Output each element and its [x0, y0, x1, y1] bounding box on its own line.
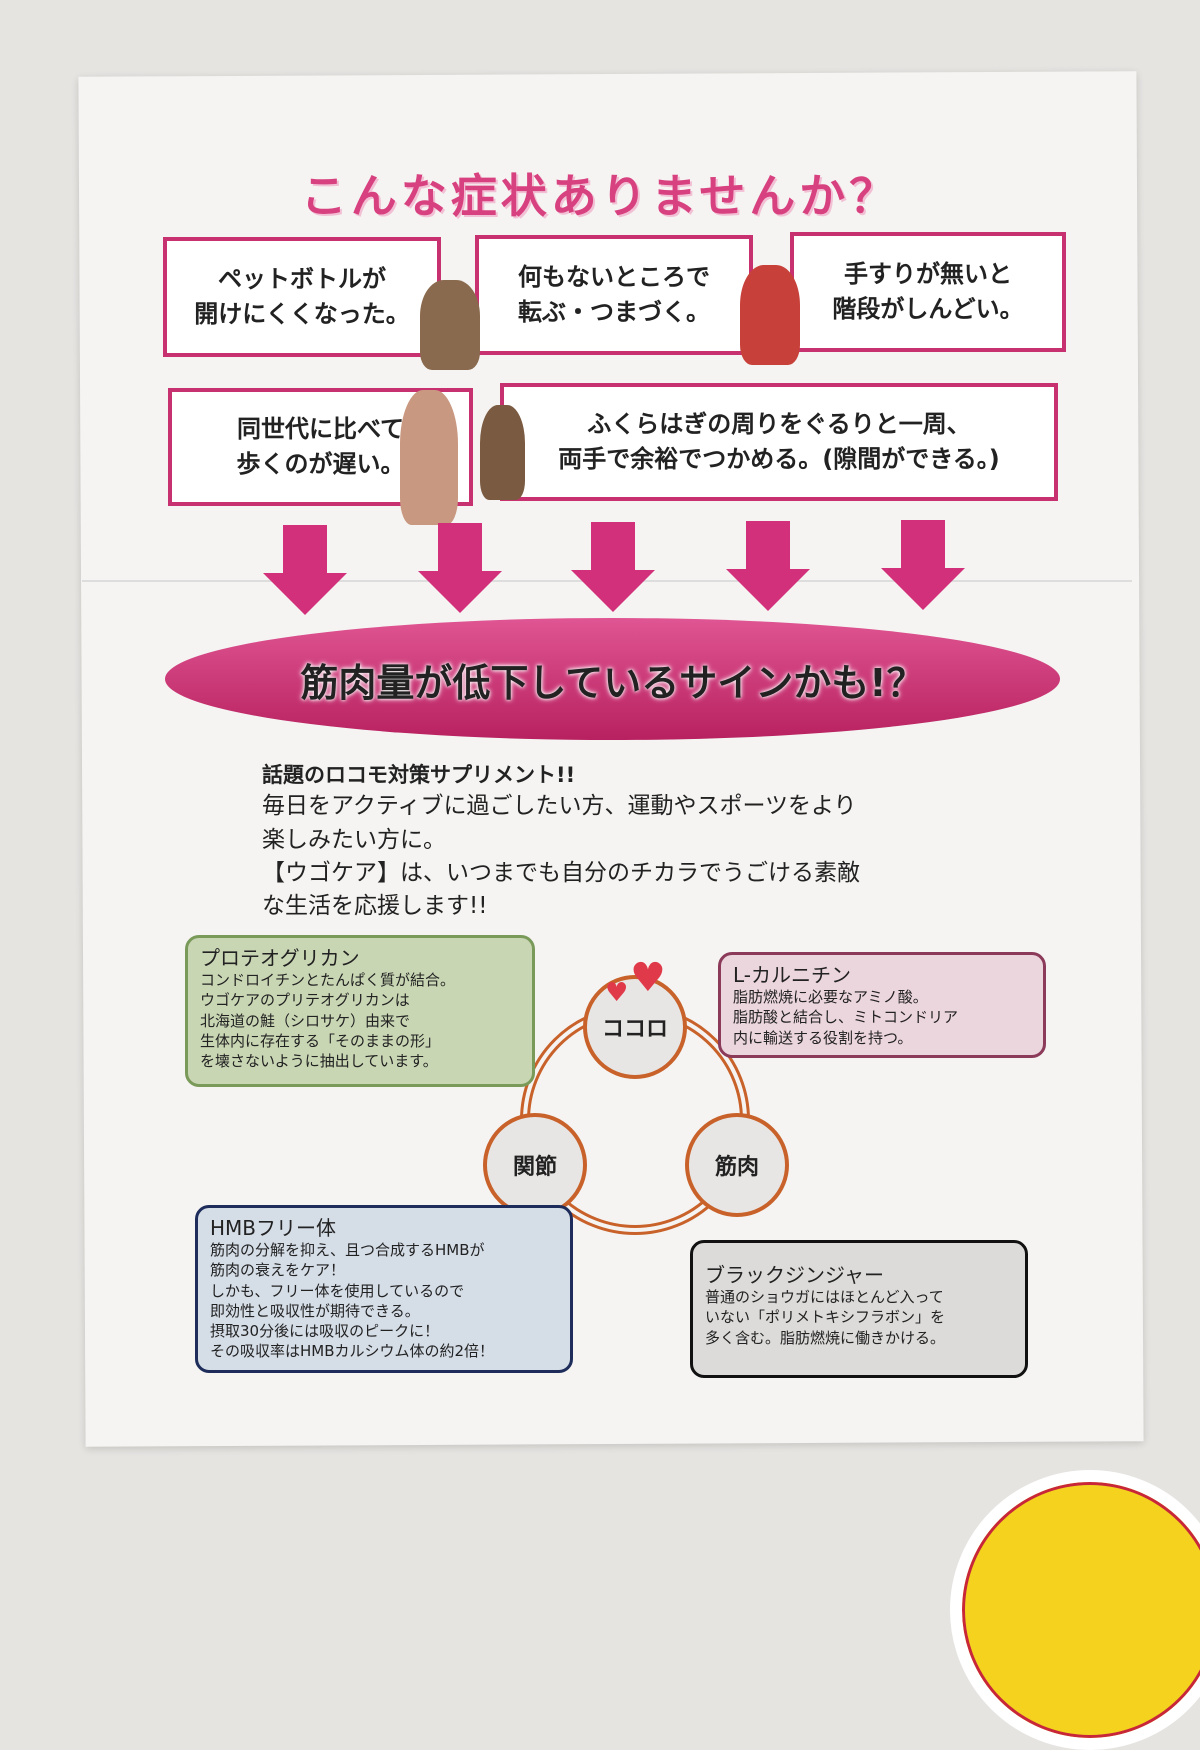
- woman-stairs-illustration: [740, 265, 800, 365]
- elderly-man-illustration: [400, 390, 458, 525]
- symptom-box: 手すりが無いと 階段がしんどい。: [790, 232, 1066, 352]
- banner-ellipse: 筋肉量が低下しているサインかも!？: [165, 618, 1060, 740]
- info-box-proteoglycan: プロテオグリカン コンドロイチンとたんぱく質が結合。 ウゴケアのプリテオグリカン…: [185, 935, 535, 1087]
- cycle-joint: 関節: [483, 1113, 587, 1217]
- info-line: 摂取30分後には吸収のピークに！: [210, 1322, 440, 1340]
- info-title: ブラックジンジャー: [705, 1263, 884, 1287]
- intro-line: 【ウゴケア】は、いつまでも自分のチカラでうごける素敵: [262, 860, 860, 887]
- info-line: 生体内に存在する「そのままの形」: [200, 1031, 441, 1050]
- elderly-person-walking-illustration: [480, 405, 525, 500]
- info-line: しかも、フリー体を使用しているので: [210, 1281, 465, 1300]
- info-line: 脂肪酸と結合し、ミトコンドリア: [733, 1008, 959, 1027]
- heart-icon: ♥: [630, 955, 666, 1001]
- flyer-title: こんな症状ありませんか？: [300, 169, 900, 223]
- info-line: 脂肪燃焼に必要なアミノ酸。: [733, 988, 928, 1006]
- info-line: 筋肉の分解を抑え、且つ合成するHMBが: [210, 1241, 485, 1259]
- info-line: を壊さないように抽出しています。: [200, 1052, 438, 1070]
- intro-line: な生活を応援します!!: [262, 893, 488, 920]
- info-title: L-カルニチン: [733, 963, 852, 987]
- sticker: [950, 1470, 1200, 1750]
- intro-line: 楽しみたい方に。: [262, 826, 446, 853]
- info-line: その吸収率はHMBカルシウム体の約2倍！: [210, 1342, 495, 1361]
- info-title: プロテオグリカン: [200, 946, 360, 970]
- info-line: 普通のショウガにはほとんど入って: [705, 1288, 944, 1306]
- intro-heading: 話題のロコモ対策サプリメント!!: [262, 763, 576, 787]
- cycle-muscle: 筋肉: [685, 1113, 789, 1217]
- intro-text: 話題のロコモ対策サプリメント!! 毎日をアクティブに過ごしたい方、運動やスポーツ…: [262, 760, 860, 924]
- info-line: 内に輸送する役割を持つ。: [733, 1028, 913, 1047]
- symptom-box: ペットボトルが 開けにくくなった。: [163, 237, 441, 357]
- heart-icon: ♥: [605, 978, 629, 1008]
- intro-line: 毎日をアクティブに過ごしたい方、運動やスポーツをより: [262, 793, 857, 820]
- banner-text: 筋肉量が低下しているサインかも!？: [300, 660, 925, 705]
- info-line: 北海道の鮭（シロサケ）由来で: [200, 1011, 411, 1030]
- info-box-hmb: HMBフリー体 筋肉の分解を抑え、且つ合成するHMBが 筋肉の衰えをケア！ しか…: [195, 1205, 573, 1373]
- info-line: 筋肉の衰えをケア！: [210, 1261, 346, 1280]
- info-line: 即効性と吸収性が期待できる。: [210, 1301, 420, 1320]
- info-box-carnitine: L-カルニチン 脂肪燃焼に必要なアミノ酸。 脂肪酸と結合し、ミトコンドリア 内に…: [718, 952, 1046, 1058]
- elderly-person-illustration: [420, 280, 480, 370]
- info-title: HMBフリー体: [210, 1216, 337, 1240]
- info-line: 多く含む。脂肪燃焼に働きかける。: [705, 1328, 946, 1347]
- info-line: コンドロイチンとたんぱく質が結合。: [200, 971, 456, 989]
- info-box-black-ginger: ブラックジンジャー 普通のショウガにはほとんど入って いない「ポリメトキシフラボ…: [690, 1240, 1028, 1378]
- cycle-kokoro: ココロ: [583, 975, 687, 1079]
- info-line: いない「ポリメトキシフラボン」を: [705, 1308, 946, 1327]
- info-line: ウゴケアのプリテオグリカンは: [200, 991, 410, 1010]
- symptom-box: ふくらはぎの周りをぐるりと一周、 両手で余裕でつかめる。(隙間ができる。): [500, 383, 1058, 501]
- symptom-box: 何もないところで 転ぶ・つまづく。: [475, 235, 753, 355]
